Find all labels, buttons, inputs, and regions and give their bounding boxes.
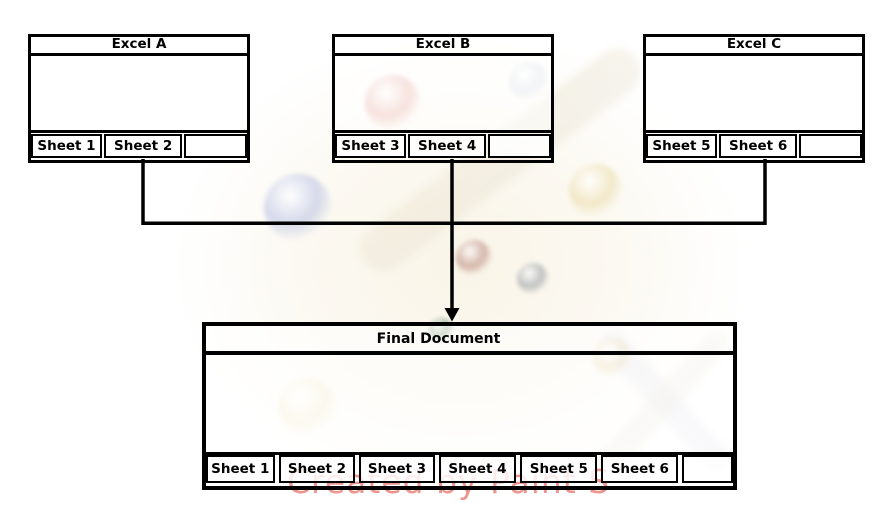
sheet-tab: Sheet 3 bbox=[335, 133, 406, 158]
sheet-tab: Sheet 6 bbox=[719, 133, 797, 158]
workbook-excel-b: Excel B Sheet 3 Sheet 4 bbox=[332, 34, 554, 163]
final-document-box: Final Document Sheet 1 Sheet 2 Sheet 3 S… bbox=[202, 322, 737, 490]
final-document-tab-row: Sheet 1 Sheet 2 Sheet 3 Sheet 4 Sheet 5 … bbox=[206, 452, 734, 486]
paint-dab-yellow bbox=[569, 164, 623, 218]
sheet-tab-empty bbox=[488, 133, 551, 158]
workbook-body bbox=[335, 56, 551, 130]
sheet-tab: Sheet 4 bbox=[438, 455, 517, 483]
sheet-tab: Sheet 2 bbox=[104, 133, 182, 158]
sheet-tab: Sheet 1 bbox=[31, 133, 102, 158]
workbook-title: Excel B bbox=[335, 37, 551, 56]
final-document-body bbox=[206, 355, 733, 452]
paint-dab-blue bbox=[264, 174, 332, 242]
paint-dab-slate bbox=[517, 263, 549, 295]
workbook-body bbox=[31, 56, 247, 130]
sheet-tab: Sheet 4 bbox=[408, 133, 486, 158]
sheet-tab-empty bbox=[184, 133, 247, 158]
sheet-tab: Sheet 1 bbox=[206, 455, 275, 483]
workbook-title: Excel A bbox=[31, 37, 247, 56]
workbook-excel-a: Excel A Sheet 1 Sheet 2 bbox=[28, 34, 250, 163]
workbook-tab-row: Sheet 3 Sheet 4 bbox=[335, 130, 551, 160]
paint-dab-maroon bbox=[456, 240, 492, 276]
sheet-tab: Sheet 5 bbox=[520, 455, 598, 483]
workbook-body bbox=[646, 56, 862, 130]
sheet-tab-empty bbox=[799, 133, 862, 158]
sheet-tab-empty bbox=[682, 455, 734, 483]
final-document-title: Final Document bbox=[206, 326, 733, 355]
workbook-tab-row: Sheet 1 Sheet 2 bbox=[31, 130, 247, 160]
sheet-tab: Sheet 2 bbox=[278, 455, 356, 483]
workbook-tab-row: Sheet 5 Sheet 6 bbox=[646, 130, 862, 160]
sheet-tab: Sheet 6 bbox=[601, 455, 679, 483]
workbook-title: Excel C bbox=[646, 37, 862, 56]
workbook-excel-c: Excel C Sheet 5 Sheet 6 bbox=[643, 34, 865, 163]
sheet-tab: Sheet 3 bbox=[359, 455, 435, 483]
sheet-tab: Sheet 5 bbox=[646, 133, 717, 158]
